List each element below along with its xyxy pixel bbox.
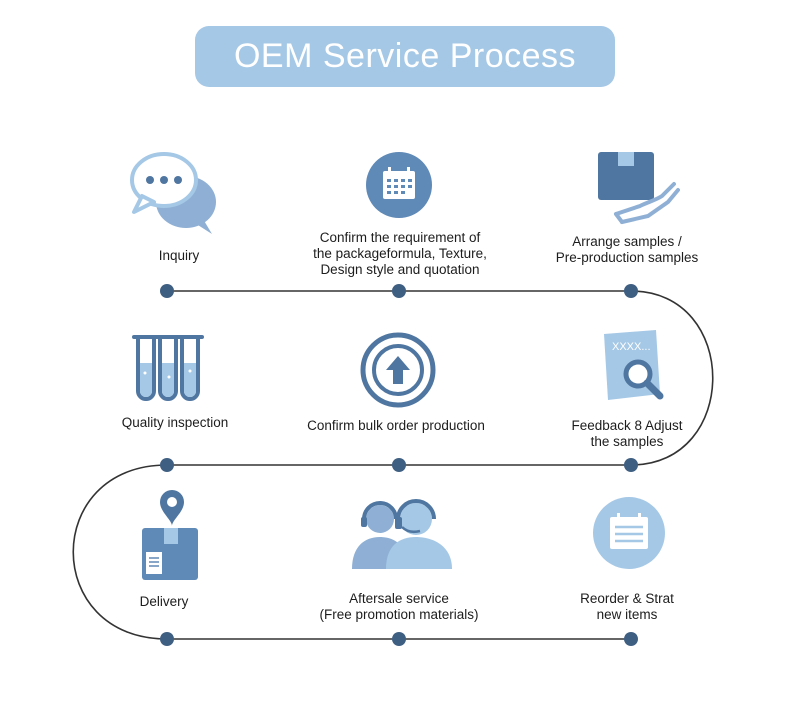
node-1 xyxy=(160,284,174,298)
package-location-icon xyxy=(142,490,198,580)
headset-support-icon xyxy=(352,499,452,569)
box-in-hand-icon xyxy=(598,152,680,224)
node-7 xyxy=(160,632,174,646)
node-2 xyxy=(392,284,406,298)
list-board-icon xyxy=(593,497,665,569)
page-title: OEM Service Process xyxy=(233,37,577,75)
step-label-quality-inspection: Quality inspection xyxy=(121,415,229,430)
step-label-feedback-adjust: Feedback 8 Adjust the samples xyxy=(571,418,683,449)
step-label-inquiry: Inquiry xyxy=(158,248,200,263)
node-6 xyxy=(160,458,174,472)
test-tubes-icon xyxy=(132,335,204,401)
document-text: XXXX... xyxy=(612,341,651,353)
step-label-reorder: Reorder & Strat new items xyxy=(580,591,674,622)
node-5 xyxy=(392,458,406,472)
node-9 xyxy=(624,632,638,646)
node-4 xyxy=(624,458,638,472)
step-label-delivery: Delivery xyxy=(139,594,189,609)
document-search-icon: XXXX... xyxy=(604,330,664,400)
step-label-arrange-samples: Arrange samples / Pre-production samples xyxy=(555,234,699,265)
step-label-bulk-order: Confirm bulk order production xyxy=(307,418,485,433)
chat-bubbles-icon xyxy=(130,152,216,234)
upload-arrow-icon xyxy=(360,332,436,408)
step-label-aftersale: Aftersale service (Free promotion materi… xyxy=(319,591,479,622)
path-nodes xyxy=(160,284,638,646)
calendar-icon xyxy=(366,152,432,218)
node-3 xyxy=(624,284,638,298)
title-banner: OEM Service Process xyxy=(195,26,615,87)
node-8 xyxy=(392,632,406,646)
step-label-confirm-requirement: Confirm the requirement of the packagefo… xyxy=(313,230,487,277)
